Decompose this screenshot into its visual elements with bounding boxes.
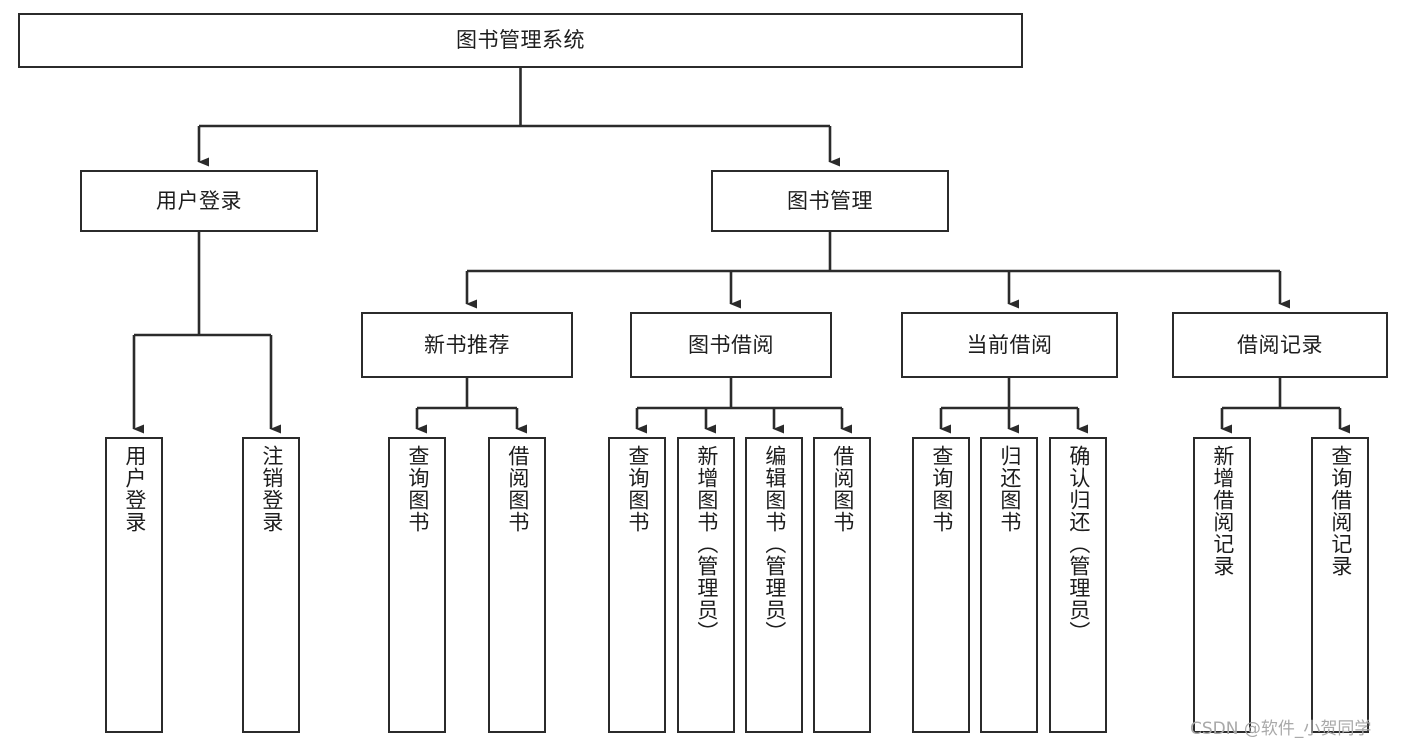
leaf-newbook-borrow-book[interactable]: 借阅图书	[488, 437, 546, 733]
leaf-bookborrow-query-book[interactable]: 查询图书	[608, 437, 666, 733]
leaf-currentborrow-query-book[interactable]: 查询图书	[912, 437, 970, 733]
node-current-borrow[interactable]: 当前借阅	[901, 312, 1118, 378]
leaf-currentborrow-confirm-return-label: 确认归还（管理员）	[1066, 445, 1091, 643]
leaf-borrowrecord-add-record-label: 新增借阅记录	[1210, 445, 1235, 577]
leaf-borrowrecord-query-record-label: 查询借阅记录	[1328, 445, 1353, 577]
node-book-manage[interactable]: 图书管理	[711, 170, 949, 232]
leaf-bookborrow-query-book-label: 查询图书	[625, 445, 650, 533]
leaf-logout-label: 注销登录	[259, 445, 284, 533]
node-root-label: 图书管理系统	[456, 28, 585, 53]
leaf-borrowrecord-query-record[interactable]: 查询借阅记录	[1311, 437, 1369, 733]
leaf-user-login[interactable]: 用户登录	[105, 437, 163, 733]
leaf-currentborrow-confirm-return[interactable]: 确认归还（管理员）	[1049, 437, 1107, 733]
leaf-logout[interactable]: 注销登录	[242, 437, 300, 733]
node-book-borrow[interactable]: 图书借阅	[630, 312, 832, 378]
node-current-borrow-label: 当前借阅	[966, 332, 1053, 357]
leaf-bookborrow-add-book[interactable]: 新增图书（管理员）	[677, 437, 735, 733]
leaf-bookborrow-edit-book-label: 编辑图书（管理员）	[762, 445, 787, 643]
leaf-bookborrow-borrow-book[interactable]: 借阅图书	[813, 437, 871, 733]
node-user-login[interactable]: 用户登录	[80, 170, 318, 232]
leaf-user-login-label: 用户登录	[122, 445, 147, 533]
watermark-text: CSDN @软件_小贺同学	[1190, 719, 1372, 739]
node-new-book-recommend-label: 新书推荐	[424, 332, 510, 357]
leaf-newbook-query-book-label: 查询图书	[405, 445, 430, 533]
node-user-login-label: 用户登录	[156, 188, 242, 213]
node-book-manage-label: 图书管理	[787, 188, 873, 213]
leaf-bookborrow-borrow-book-label: 借阅图书	[830, 445, 855, 533]
node-new-book-recommend[interactable]: 新书推荐	[361, 312, 573, 378]
node-borrow-record[interactable]: 借阅记录	[1172, 312, 1388, 378]
leaf-currentborrow-query-book-label: 查询图书	[929, 445, 954, 533]
leaf-currentborrow-return-book[interactable]: 归还图书	[980, 437, 1038, 733]
leaf-newbook-query-book[interactable]: 查询图书	[388, 437, 446, 733]
node-borrow-record-label: 借阅记录	[1237, 332, 1323, 357]
leaf-borrowrecord-add-record[interactable]: 新增借阅记录	[1193, 437, 1251, 733]
leaf-newbook-borrow-book-label: 借阅图书	[505, 445, 530, 533]
leaf-bookborrow-add-book-label: 新增图书（管理员）	[694, 445, 719, 643]
node-book-borrow-label: 图书借阅	[688, 332, 774, 357]
leaf-currentborrow-return-book-label: 归还图书	[997, 445, 1022, 533]
leaf-bookborrow-edit-book[interactable]: 编辑图书（管理员）	[745, 437, 803, 733]
node-root[interactable]: 图书管理系统	[18, 13, 1023, 68]
